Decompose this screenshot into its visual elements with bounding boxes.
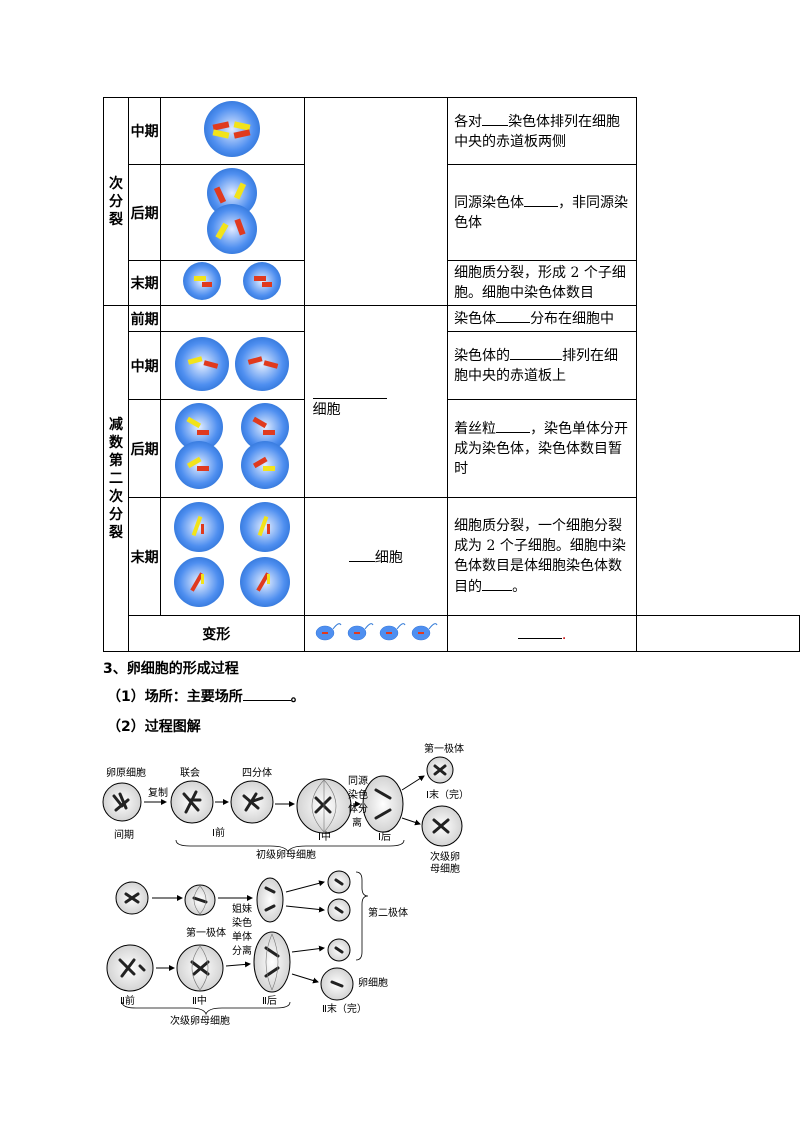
- primary-oocyte-brace: [175, 839, 405, 854]
- label-sister-sep-1: 姐妹: [232, 902, 252, 915]
- metaphase1-cell-icon: [204, 101, 261, 157]
- label-tetrad: 四分体: [242, 767, 272, 779]
- cell-name-cell-m1: [303, 97, 449, 306]
- anaphase2-cells-icon: [175, 402, 290, 489]
- label-anaphase2: Ⅱ后: [262, 995, 277, 1007]
- phase-label: 前期: [127, 305, 162, 332]
- label-second-polar-body: 第二极体: [368, 906, 408, 919]
- phase-label: 后期: [127, 164, 162, 261]
- row-m2-anaphase: 后期 着丝粒，染色单体分开成为染色体，染色体数目暂时: [104, 399, 800, 498]
- second-polar-body-brace: [355, 871, 369, 961]
- cell-image: [160, 97, 305, 165]
- label-primary-oocyte: 初级卵母细胞: [256, 848, 316, 861]
- site-line: （1）场所：主要场所。: [107, 686, 305, 706]
- section-title: 3、卵细胞的形成过程: [103, 661, 239, 677]
- cell-image: [160, 164, 305, 261]
- description-empty: [636, 615, 800, 652]
- phase-label: 末期: [127, 260, 162, 306]
- label-metaphase1: Ⅰ中: [318, 830, 331, 843]
- row-transform: 变形 .: [104, 615, 800, 652]
- label-homologous-sep-1: 同源: [348, 774, 368, 787]
- description: 染色体分布在细胞中: [447, 305, 638, 332]
- cell-image: [160, 399, 305, 498]
- description: 细胞质分裂，形成 2 个子细胞。细胞中染色体数目: [447, 260, 638, 306]
- cell-name-cell-m2: 细胞: [303, 305, 449, 498]
- label-telophase1: Ⅰ末（完）: [426, 788, 469, 801]
- label-secondary-oocyte-top-2: 母细胞: [430, 862, 460, 875]
- description: 同源染色体，非同源染色体: [447, 164, 638, 261]
- label-sister-sep-4: 分离: [232, 944, 252, 957]
- phase-label: 中期: [127, 331, 162, 400]
- label-prophase1: Ⅰ前: [212, 826, 225, 839]
- label-secondary-oocyte-top-1: 次级卵: [430, 850, 460, 863]
- sperm-cells-icon: [315, 622, 438, 640]
- row-m1-telophase: 末期 细胞质分裂，形成 2 个子细胞。细胞中染色体数目: [104, 260, 800, 306]
- telophase2-cells-icon: [174, 501, 291, 607]
- cell-image-empty: [160, 305, 305, 332]
- description: 着丝粒，染色单体分开成为染色体，染色体数目暂时: [447, 399, 638, 498]
- meiosis-table: 次 分 裂 中期 各对染色体排列在细胞中央的赤道板两侧 后期: [103, 97, 800, 652]
- meiosis2-label: 减 数 第 二 次 分 裂: [103, 305, 129, 652]
- label-sister-sep-3: 单体: [232, 931, 252, 943]
- label-telophase2: Ⅱ末（完）: [322, 1002, 367, 1015]
- label-homologous-sep-2: 染色: [348, 788, 368, 801]
- label-sister-sep-2: 染色: [232, 916, 252, 929]
- oocyte-anaphase2-cell: [253, 931, 291, 993]
- cell-image: [160, 497, 305, 616]
- secondary-oocyte-brace: [121, 1001, 291, 1016]
- oogenesis-diagram: 卵原细胞 复制 间期 联会 四分体 Ⅰ前 Ⅰ中 同源 染色 体分 离 Ⅰ后 第一…: [102, 742, 469, 1027]
- cell-image: [160, 331, 305, 400]
- row-m2-metaphase: 中期 染色体的排列在细胞中央的赤道板上: [104, 331, 800, 400]
- metaphase2-cells-icon: [175, 336, 290, 391]
- row-m2-telophase: 末期 细胞 细胞质分裂，一个细胞分裂成为 2 个子细胞。细胞中染色体数目是体细胞…: [104, 497, 800, 616]
- phase-label: 中期: [127, 97, 162, 165]
- label-first-polar-body-top: 第一极体: [424, 742, 464, 755]
- label-interphase: 间期: [114, 828, 134, 841]
- label-secondary-oocyte: 次级卵母细胞: [170, 1014, 230, 1027]
- phase-label: 变形: [127, 615, 305, 652]
- label-oogonium: 卵原细胞: [106, 766, 146, 779]
- meiosis1-label: 次 分 裂: [103, 97, 129, 306]
- cell-image: [160, 260, 305, 306]
- label-egg: 卵细胞: [358, 976, 388, 989]
- cell-name-cell-m2-telophase: 细胞: [303, 497, 449, 616]
- label-anaphase1: Ⅰ后: [378, 831, 391, 843]
- label-first-polar-body-mid: 第一极体: [186, 926, 226, 939]
- anaphase1-cell: [362, 775, 404, 833]
- description: 各对染色体排列在细胞中央的赤道板两侧: [447, 97, 638, 165]
- cell-name-cell-transform: .: [447, 615, 638, 652]
- description: 细胞质分裂，一个细胞分裂成为 2 个子细胞。细胞中染色体数目是体细胞染色体数目的…: [447, 497, 638, 616]
- row-m1-anaphase: 后期 同源染色体，非同源染色体: [104, 164, 800, 261]
- phase-label: 后期: [127, 399, 162, 498]
- row-m2-prophase: 减 数 第 二 次 分 裂 前期 细胞 染色体分布在细胞中: [103, 305, 800, 652]
- polar-body-anaphase2-cell: [256, 877, 284, 923]
- label-metaphase2: Ⅱ中: [192, 994, 207, 1007]
- row-m1-metaphase: 次 分 裂 中期 各对染色体排列在细胞中央的赤道板两侧: [103, 97, 800, 306]
- label-prophase2: Ⅱ前: [120, 994, 135, 1007]
- telophase1-cells-icon: [183, 262, 282, 300]
- cell-image: [303, 615, 449, 652]
- label-homologous-sep-4: 离: [352, 816, 362, 829]
- label-replication: 复制: [148, 786, 168, 799]
- label-homologous-sep-3: 体分: [348, 803, 368, 815]
- anaphase1-cell-icon: [207, 167, 258, 254]
- diagram-title: （2）过程图解: [107, 719, 201, 735]
- description: 染色体的排列在细胞中央的赤道板上: [447, 331, 638, 400]
- phase-label: 末期: [127, 497, 162, 616]
- label-synapsis: 联会: [180, 766, 200, 779]
